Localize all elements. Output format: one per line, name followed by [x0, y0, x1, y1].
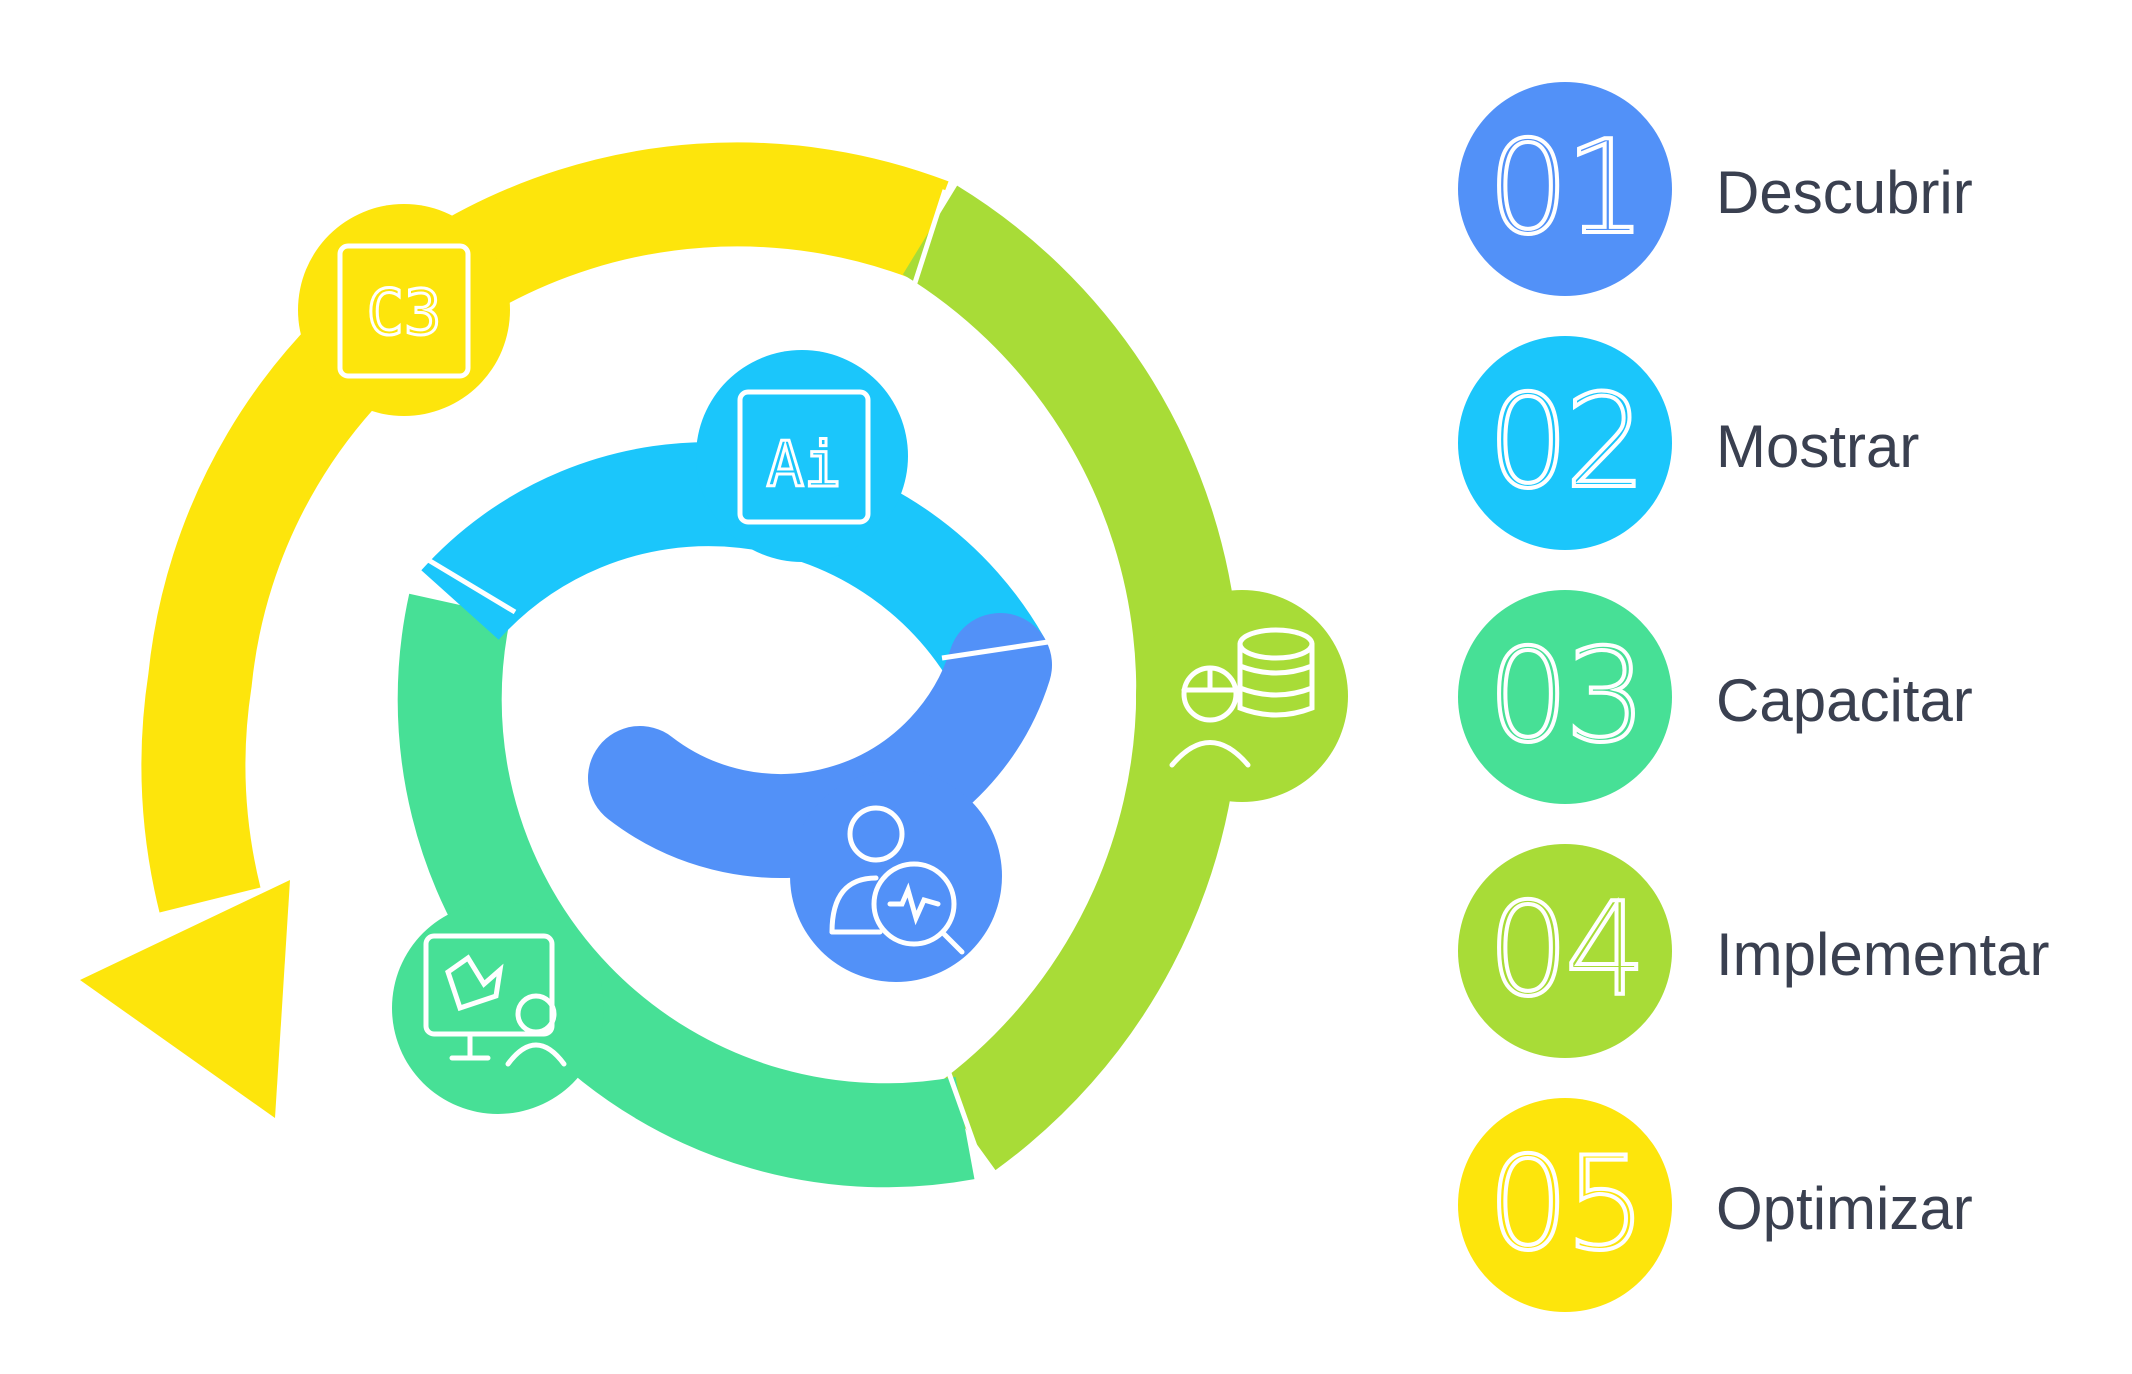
divider	[909, 189, 948, 293]
engineer-database-icon	[1169, 627, 1315, 768]
c3-badge: C3	[298, 204, 510, 416]
analyst-badge	[790, 770, 1002, 982]
divider	[423, 555, 517, 615]
step-3: 03 Capacitar	[1458, 590, 2118, 810]
user-analytics-icon	[829, 805, 965, 955]
step-label: Optimizar	[1716, 1175, 1973, 1242]
step-label: Descubrir	[1716, 159, 1973, 226]
divider	[942, 1061, 985, 1167]
step-label: Mostrar	[1716, 413, 1920, 480]
step-4: 04 Implementar	[1458, 844, 2118, 1064]
step-1: 01 Descubrir	[1458, 82, 2118, 302]
steps-legend: 01 Descubrir 02 Mostrar 03 Capacitar 04 …	[1440, 0, 2120, 1374]
step-number: 03	[1486, 620, 1649, 773]
step-number-badge	[1458, 844, 1672, 1058]
step-number: 01	[1486, 112, 1649, 265]
step-number: 04	[1486, 874, 1649, 1027]
spiral-diagram: C3 Ai	[80, 142, 1348, 1188]
step-2: 02 Mostrar	[1458, 336, 2118, 556]
step-number-badge	[1458, 82, 1672, 296]
step-5: 05 Optimizar	[1458, 1098, 2118, 1318]
step-number-badge	[1458, 590, 1672, 804]
ai-badge: Ai	[696, 350, 908, 562]
ai-logo-icon	[737, 389, 871, 525]
c3-logo-icon	[337, 243, 471, 379]
step-label: Implementar	[1716, 921, 2050, 988]
step-number: 05	[1486, 1128, 1649, 1281]
divider	[941, 639, 1049, 661]
presentation-trainer-icon	[423, 933, 567, 1067]
trainer-badge	[392, 902, 604, 1114]
arrow-head-icon	[80, 880, 290, 1118]
ai-logo-text: Ai	[767, 428, 842, 501]
step-label: Capacitar	[1716, 667, 1973, 734]
c3-logo-text: C3	[367, 276, 442, 349]
engineer-badge	[1136, 590, 1348, 802]
step-number: 02	[1486, 366, 1649, 519]
step-number-badge	[1458, 1098, 1672, 1312]
step-number-badge	[1458, 336, 1672, 550]
